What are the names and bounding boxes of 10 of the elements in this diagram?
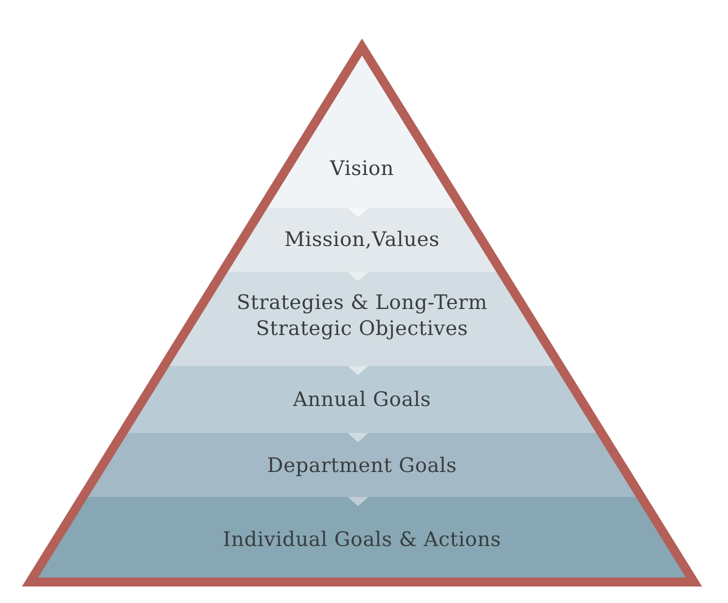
tier-label: Department Goals bbox=[266, 452, 458, 478]
tier-label: Strategies & Long-Term Strategic Objectives bbox=[236, 289, 488, 341]
chevron-arrow bbox=[348, 497, 368, 506]
chevron-arrow bbox=[348, 272, 368, 281]
tier-label: Annual Goals bbox=[292, 386, 432, 412]
chevron-arrow bbox=[348, 433, 368, 442]
tier-label: Individual Goals & Actions bbox=[222, 526, 502, 552]
chevron-arrow bbox=[348, 366, 368, 375]
tier-label: Vision bbox=[329, 155, 394, 181]
tier-label: Mission,Values bbox=[283, 226, 440, 252]
